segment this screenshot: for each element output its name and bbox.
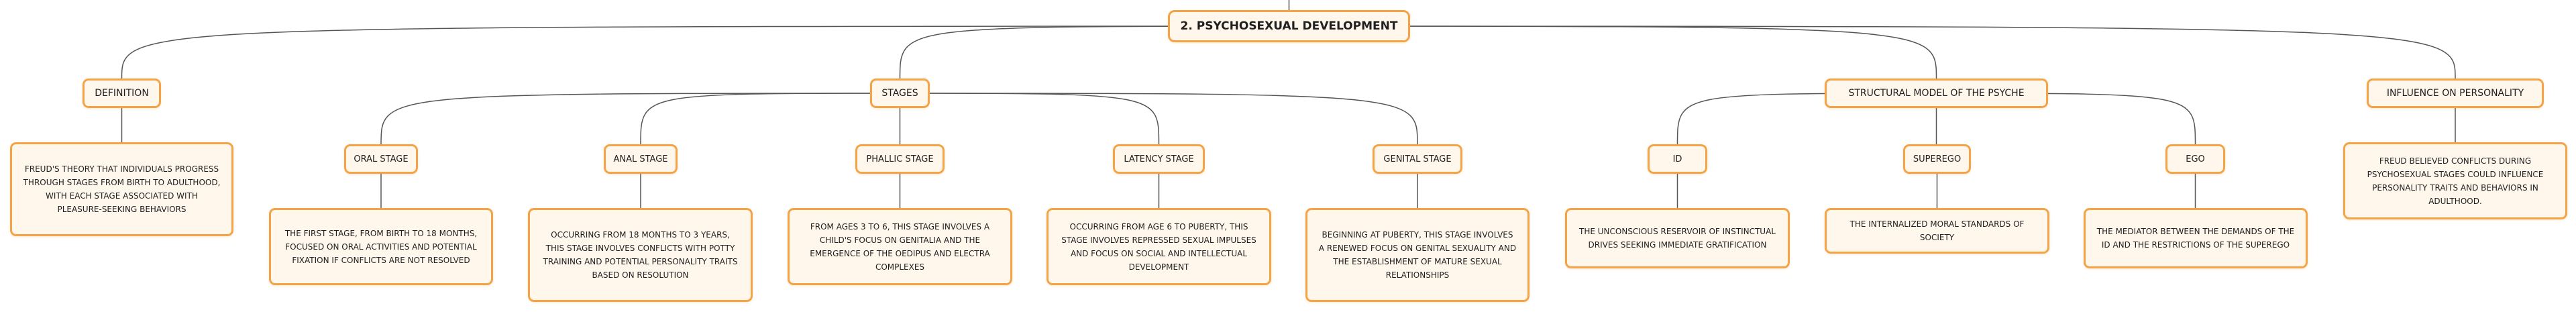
connector-root-influence bbox=[1289, 25, 2456, 79]
oral-stage-node[interactable]: ORAL STAGE bbox=[344, 144, 418, 174]
connector-stages-oral bbox=[380, 93, 900, 145]
latency-stage-node[interactable]: LATENCY STAGE bbox=[1113, 144, 1205, 174]
ego-description[interactable]: THE MEDIATOR BETWEEN THE DEMANDS OF THE … bbox=[2084, 208, 2308, 268]
influence-node[interactable]: INFLUENCE ON PERSONALITY bbox=[2367, 79, 2544, 108]
structural-model-node[interactable]: STRUCTURAL MODEL OF THE PSYCHE bbox=[1825, 79, 2048, 108]
connector-stages-anal bbox=[640, 93, 900, 145]
definition-node[interactable]: DEFINITION bbox=[83, 79, 161, 108]
connector-root-definition bbox=[121, 25, 1289, 79]
superego-node[interactable]: SUPEREGO bbox=[1903, 144, 1971, 174]
definition-description[interactable]: FREUD'S THEORY THAT INDIVIDUALS PROGRESS… bbox=[10, 142, 233, 236]
superego-description[interactable]: THE INTERNALIZED MORAL STANDARDS OF SOCI… bbox=[1825, 208, 2049, 254]
stages-node[interactable]: STAGES bbox=[870, 79, 930, 108]
root-node[interactable]: 2. PSYCHOSEXUAL DEVELOPMENT bbox=[1168, 10, 1410, 42]
id-description[interactable]: THE UNCONSCIOUS RESERVOIR OF INSTINCTUAL… bbox=[1565, 208, 1790, 268]
id-node[interactable]: ID bbox=[1648, 144, 1707, 174]
influence-description[interactable]: FREUD BELIEVED CONFLICTS DURING PSYCHOSE… bbox=[2343, 142, 2567, 219]
connector-stages-latency bbox=[900, 93, 1160, 145]
oral-stage-description[interactable]: THE FIRST STAGE, FROM BIRTH TO 18 MONTHS… bbox=[269, 208, 493, 285]
ego-node[interactable]: EGO bbox=[2165, 144, 2225, 174]
anal-stage-description[interactable]: OCCURRING FROM 18 MONTHS TO 3 YEARS, THI… bbox=[528, 208, 753, 302]
latency-stage-description[interactable]: OCCURRING FROM AGE 6 TO PUBERTY, THIS ST… bbox=[1046, 208, 1271, 285]
phallic-stage-node[interactable]: PHALLIC STAGE bbox=[855, 144, 945, 174]
phallic-stage-description[interactable]: FROM AGES 3 TO 6, THIS STAGE INVOLVES A … bbox=[788, 208, 1012, 285]
connector-root-stages bbox=[899, 25, 1289, 79]
anal-stage-node[interactable]: ANAL STAGE bbox=[604, 144, 678, 174]
genital-stage-node[interactable]: GENITAL STAGE bbox=[1373, 144, 1462, 174]
genital-stage-description[interactable]: BEGINNING AT PUBERTY, THIS STAGE INVOLVE… bbox=[1305, 208, 1529, 302]
connector-stages-genital bbox=[900, 93, 1418, 145]
